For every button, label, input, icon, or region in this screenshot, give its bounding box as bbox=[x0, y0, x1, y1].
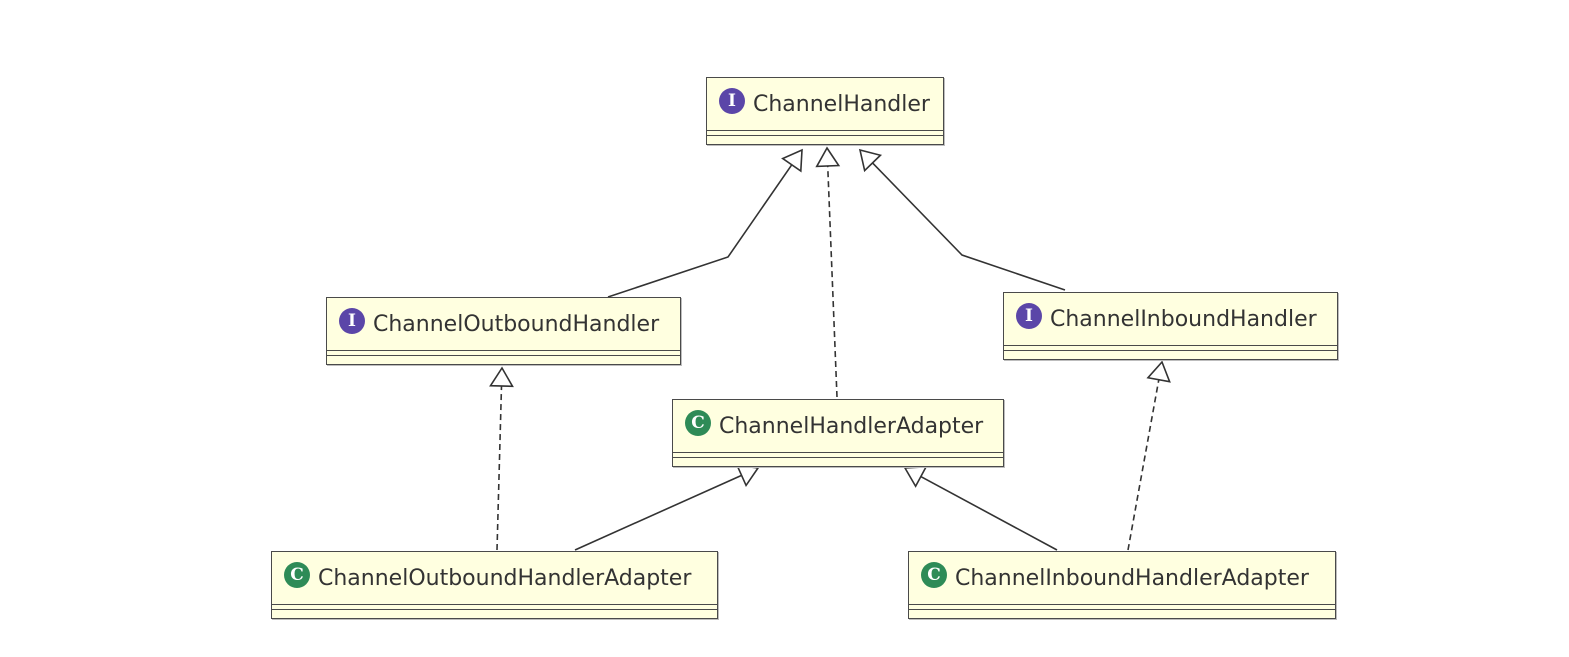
node-channel-handler-adapter[interactable]: C ChannelHandlerAdapter bbox=[672, 399, 1004, 467]
interface-icon: I bbox=[339, 308, 365, 334]
interface-icon: I bbox=[1016, 303, 1042, 329]
methods-compartment bbox=[1004, 350, 1337, 355]
edge-extends-channel-outbound-handler-to-channel-handler bbox=[607, 148, 803, 298]
edge-line bbox=[607, 164, 793, 298]
edge-extends-channel-inbound-handler-adapter-to-channel-handler-adapter bbox=[903, 465, 1058, 551]
hollow-arrowhead-icon bbox=[489, 366, 514, 388]
class-icon: C bbox=[284, 562, 310, 588]
edge-implements-channel-handler-adapter-to-channel-handler bbox=[815, 146, 841, 398]
node-channel-outbound-handler-adapter[interactable]: C ChannelOutboundHandlerAdapter bbox=[271, 551, 718, 619]
node-channel-handler[interactable]: I ChannelHandler bbox=[706, 77, 944, 145]
node-name: ChannelHandler bbox=[753, 91, 930, 117]
hollow-arrowhead-icon bbox=[903, 465, 928, 488]
edge-extends-channel-outbound-handler-adapter-to-channel-handler-adapter bbox=[574, 464, 760, 551]
node-name: ChannelOutboundHandler bbox=[373, 311, 660, 337]
methods-compartment bbox=[909, 609, 1335, 614]
fields-compartment bbox=[272, 604, 717, 609]
edge-implements-channel-inbound-handler-adapter-to-channel-inbound-handler bbox=[1127, 360, 1171, 551]
hollow-arrowhead-icon bbox=[815, 146, 841, 168]
edge-line bbox=[574, 474, 742, 551]
node-name: ChannelInboundHandler bbox=[1050, 306, 1317, 332]
fields-compartment bbox=[909, 604, 1335, 609]
fields-compartment bbox=[707, 130, 943, 135]
fields-compartment bbox=[1004, 345, 1337, 350]
node-channel-outbound-handler[interactable]: I ChannelOutboundHandler bbox=[326, 297, 681, 365]
fields-compartment bbox=[673, 452, 1003, 457]
edge-implements-channel-outbound-handler-adapter-to-channel-outbound-handler bbox=[489, 366, 514, 551]
edge-line bbox=[871, 162, 1066, 291]
fields-compartment bbox=[327, 350, 680, 355]
edge-line bbox=[496, 385, 503, 551]
methods-compartment bbox=[673, 457, 1003, 462]
edge-line bbox=[920, 475, 1058, 551]
methods-compartment bbox=[327, 355, 680, 360]
edge-line bbox=[1127, 379, 1160, 551]
edge-extends-channel-inbound-handler-to-channel-handler bbox=[858, 148, 1066, 291]
node-channel-inbound-handler[interactable]: I ChannelInboundHandler bbox=[1003, 292, 1338, 360]
hollow-arrowhead-icon bbox=[781, 148, 803, 173]
interface-icon: I bbox=[719, 88, 745, 114]
node-name: ChannelInboundHandlerAdapter bbox=[955, 565, 1309, 591]
node-name: ChannelOutboundHandlerAdapter bbox=[318, 565, 692, 591]
node-name: ChannelHandlerAdapter bbox=[719, 413, 984, 439]
hollow-arrowhead-icon bbox=[1146, 360, 1171, 383]
node-channel-inbound-handler-adapter[interactable]: C ChannelInboundHandlerAdapter bbox=[908, 551, 1336, 619]
hollow-arrowhead-icon bbox=[858, 148, 883, 173]
class-icon: C bbox=[685, 410, 711, 436]
methods-compartment bbox=[272, 609, 717, 614]
class-icon: C bbox=[921, 562, 947, 588]
methods-compartment bbox=[707, 135, 943, 140]
edge-line bbox=[826, 165, 838, 398]
